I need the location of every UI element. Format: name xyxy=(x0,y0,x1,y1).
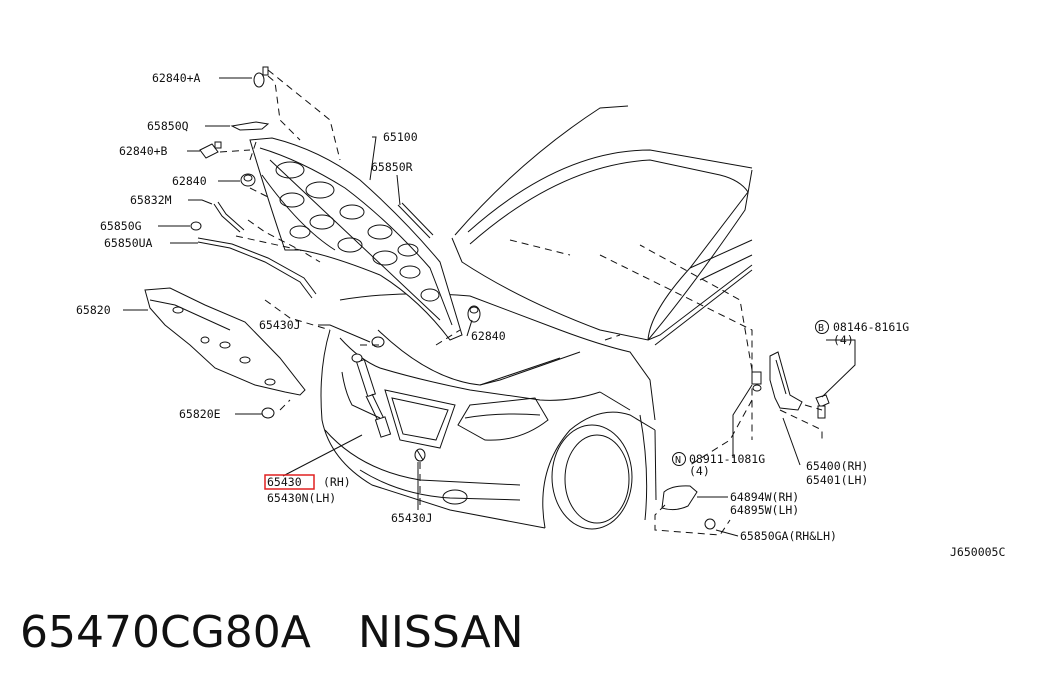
seal-65850r xyxy=(397,202,434,239)
brand-caption: NISSAN xyxy=(358,607,524,658)
callout-65850r: 65850R xyxy=(371,160,413,174)
callout-64895w: 64895W(LH) xyxy=(730,503,799,517)
bump-stop-62840 xyxy=(240,173,256,187)
callout-65100: 65100 xyxy=(383,130,418,144)
callout-65430j-top: 65430J xyxy=(259,318,301,332)
marker-b-circle xyxy=(815,320,829,334)
callout-65430j-bottom: 65430J xyxy=(391,511,433,525)
callout-labels: 62840+A 65850Q 62840+B 62840 65832M 6585… xyxy=(76,71,1005,559)
seal-65850q xyxy=(230,121,270,131)
callout-08911-qty: (4) xyxy=(689,464,710,478)
callout-65820: 65820 xyxy=(76,303,111,317)
hood-rod-65832m xyxy=(213,201,245,233)
callout-65850ga: 65850GA(RH&LH) xyxy=(740,529,837,543)
callout-65850ua: 65850UA xyxy=(104,236,153,250)
callout-62840-right: 62840 xyxy=(471,329,506,343)
callout-65430n: 65430N(LH) xyxy=(267,491,336,505)
callout-64894w: 64894W(RH) xyxy=(730,490,799,504)
part-number-caption: 65470CG80A xyxy=(20,607,311,658)
callout-62840-b: 62840+B xyxy=(119,144,168,158)
diagram-code: J650005C xyxy=(950,545,1005,559)
callout-65400: 65400(RH) xyxy=(806,459,868,473)
marker-n-circle xyxy=(672,452,686,466)
callout-62840-a: 62840+A xyxy=(152,71,201,85)
highlight-box xyxy=(264,474,315,490)
marker-n: N xyxy=(675,455,681,466)
hood-hinge xyxy=(751,351,803,411)
hood-insulator xyxy=(144,287,306,396)
hood-panel xyxy=(249,137,463,341)
clip-65850ga xyxy=(704,518,716,530)
callout-65820e: 65820E xyxy=(179,407,221,421)
callout-65430: 65430 xyxy=(267,475,302,489)
callout-65401: 65401(LH) xyxy=(806,473,868,487)
ball-stud-bottom xyxy=(414,448,426,462)
bolt-08146 xyxy=(815,394,830,419)
hinge-cover xyxy=(661,485,698,511)
car-body xyxy=(320,105,753,530)
bump-stop-62840-right xyxy=(467,305,481,323)
bump-stop-62840-a xyxy=(253,66,269,88)
callout-65832m: 65832M xyxy=(130,193,172,207)
callout-65850g: 65850G xyxy=(100,219,142,233)
bump-stop-62840-b xyxy=(199,141,222,159)
callout-08146: 08146-8161G xyxy=(833,320,909,334)
clip-65850g xyxy=(190,221,202,231)
installation-lines xyxy=(219,69,823,536)
hood-seal xyxy=(197,219,317,299)
gas-stay-65430 xyxy=(351,353,392,438)
callout-62840: 62840 xyxy=(172,174,207,188)
clip-65820e xyxy=(261,407,275,419)
callout-65850q: 65850Q xyxy=(147,119,189,133)
callout-08911: 08911-1081G xyxy=(689,452,765,466)
callout-08146-qty: (4) xyxy=(833,333,854,347)
marker-b: B xyxy=(818,323,824,334)
callout-65430-rh: (RH) xyxy=(323,475,351,489)
leader-lines xyxy=(123,77,856,537)
